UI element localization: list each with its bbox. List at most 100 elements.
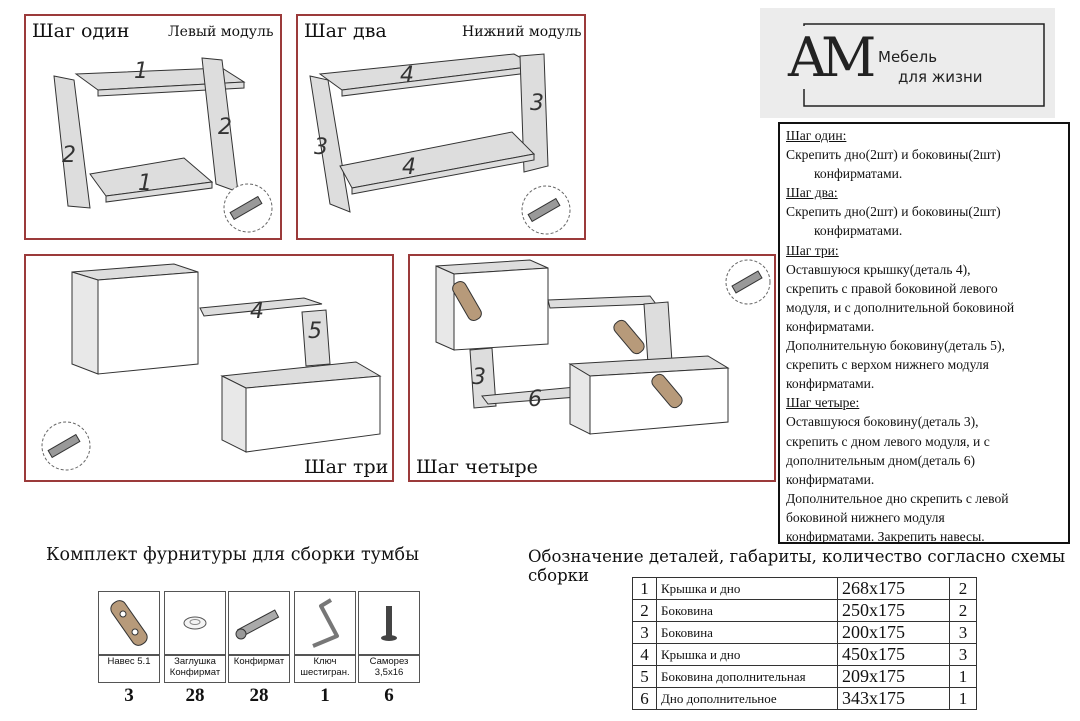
part-qty: 2 — [949, 599, 977, 622]
instruction-line: Скрепить дно(2шт) и боковины(2шт) — [786, 204, 1001, 220]
hardware-label: Навес 5.1 — [98, 655, 160, 683]
instruction-heading: Шаг два: — [786, 185, 838, 201]
part-dims: 450х175 — [837, 643, 950, 666]
table-row: 1 Крышка и дно 268х175 2 — [632, 577, 977, 600]
instruction-line: конфирматами. — [814, 166, 903, 182]
step-title: Шаг два — [304, 20, 387, 42]
part-name: Дно дополнительное — [656, 687, 838, 710]
part-qty: 3 — [949, 643, 977, 666]
step-one-panel: 1 1 2 2 Шаг один Левый модуль — [24, 14, 282, 240]
part-name: Боковина дополнительная — [656, 665, 838, 688]
parts-table: 1 Крышка и дно 268х175 2 2 Боковина 250х… — [632, 577, 977, 710]
instruction-line: скрепить с дном левого модуля, и с — [786, 433, 990, 449]
part-label: 2 — [218, 115, 232, 140]
hardware-count: 1 — [320, 685, 330, 706]
part-label: 2 — [62, 143, 76, 168]
part-label: 1 — [138, 171, 152, 196]
table-row: 6 Дно дополнительное 343х175 1 — [632, 687, 977, 710]
step-subtitle: Левый модуль — [168, 24, 274, 40]
hex-key-icon — [294, 591, 356, 655]
instruction-line: Дополнительную боковину(деталь 5), — [786, 338, 1005, 354]
confirmat-screw-icon — [228, 591, 290, 655]
step-title: Шаг три — [304, 456, 389, 478]
confirmat-detail-icon — [41, 421, 91, 471]
step-three-diagram: 4 5 — [41, 263, 382, 471]
part-qty: 2 — [949, 577, 977, 600]
step-two-diagram: 4 4 3 3 — [309, 53, 571, 235]
part-qty: 3 — [949, 621, 977, 644]
part-label: 6 — [528, 387, 542, 412]
part-number: 4 — [632, 643, 657, 666]
instruction-heading: Шаг один: — [786, 128, 847, 143]
part-name: Боковина — [656, 621, 838, 644]
table-row: 3 Боковина 200х175 3 — [632, 621, 977, 644]
hardware-item: Конфирмат 28 — [228, 591, 290, 713]
instruction-line: конфирматами. Закрепить навесы. — [786, 528, 985, 544]
part-number: 1 — [632, 577, 657, 600]
instruction-line: скрепить с верхом нижнего модуля — [786, 357, 989, 373]
instruction-line: Оставшуюся боковину(деталь 3), — [786, 414, 979, 430]
brand-logo: AM Мебель для жизни — [760, 8, 1055, 118]
instruction-line: дополнительным дном(деталь 6) — [786, 452, 976, 468]
instruction-line: боковиной нижнего модуля — [786, 509, 945, 525]
table-row: 4 Крышка и дно 450х175 3 — [632, 643, 977, 666]
step-two-panel: 4 4 3 3 Шаг два Нижний модуль — [296, 14, 586, 240]
instruction-line: конфирматами. — [814, 223, 903, 239]
step-subtitle: Нижний модуль — [462, 24, 582, 40]
part-label: 3 — [530, 91, 544, 116]
hardware-count: 3 — [124, 685, 134, 706]
hardware-count: 28 — [185, 685, 205, 706]
part-dims: 343х175 — [837, 687, 950, 710]
hardware-count: 28 — [249, 685, 269, 706]
step-title: Шаг четыре — [416, 456, 538, 478]
part-name: Крышка и дно — [656, 643, 838, 666]
hanger-plate-icon — [98, 591, 160, 655]
part-label: 5 — [308, 319, 322, 344]
cap-plug-icon — [164, 591, 226, 655]
instruction-line: модуля, и с дополнительной боковиной — [786, 299, 1015, 315]
wood-screw-icon — [358, 591, 420, 655]
hardware-count: 6 — [384, 685, 394, 706]
hardware-label: Конфирмат — [228, 655, 290, 683]
instruction-line: конфирматами. — [786, 471, 875, 487]
instruction-line: Дополнительное дно скрепить с левой — [786, 490, 1009, 506]
step-title: Шаг один — [32, 20, 130, 42]
part-number: 2 — [632, 599, 657, 622]
part-label: 4 — [402, 155, 416, 180]
hardware-item: Саморез 3,5х16 6 — [358, 591, 420, 713]
part-qty: 1 — [949, 665, 977, 688]
part-label: 1 — [134, 59, 148, 84]
part-dims: 209х175 — [837, 665, 950, 688]
instruction-line: конфирматами. — [786, 318, 875, 334]
logo-line1: Мебель — [878, 48, 938, 66]
part-number: 5 — [632, 665, 657, 688]
hardware-item: Ключ шестигран. 1 — [294, 591, 356, 713]
assembly-instructions: Шаг один: Скрепить дно(2шт) и боковины(2… — [778, 122, 1070, 544]
parts-title: Обозначение деталей, габариты, количеств… — [528, 547, 1066, 585]
step-four-panel: 3 6 Шаг четыре — [408, 254, 776, 482]
logo-monogram: AM — [788, 26, 876, 89]
instruction-heading: Шаг три: — [786, 242, 839, 258]
part-dims: 200х175 — [837, 621, 950, 644]
instruction-heading: Шаг четыре: — [786, 395, 860, 411]
hardware-item: Навес 5.1 3 — [98, 591, 160, 713]
hardware-title: Комплект фурнитуры для сборки тумбы — [46, 545, 419, 565]
hardware-label: Саморез 3,5х16 — [358, 655, 420, 683]
step-four-diagram: 3 6 — [435, 259, 771, 435]
hardware-item: Заглушка Конфирмат 28 — [164, 591, 226, 713]
instruction-line: Оставшуюся крышку(деталь 4), — [786, 261, 971, 277]
part-label: 4 — [250, 299, 264, 324]
part-label: 3 — [472, 365, 486, 390]
hardware-label: Заглушка Конфирмат — [164, 655, 226, 683]
part-qty: 1 — [949, 687, 977, 710]
instruction-line: скрепить с правой боковиной левого — [786, 280, 998, 296]
confirmat-detail-icon — [725, 259, 771, 305]
hardware-label: Ключ шестигран. — [294, 655, 356, 683]
part-label: 3 — [314, 135, 328, 160]
instruction-line: Скрепить дно(2шт) и боковины(2шт) — [786, 147, 1001, 163]
part-number: 3 — [632, 621, 657, 644]
part-number: 6 — [632, 687, 657, 710]
part-name: Крышка и дно — [656, 577, 838, 600]
part-dims: 250х175 — [837, 599, 950, 622]
part-label: 4 — [400, 63, 414, 88]
